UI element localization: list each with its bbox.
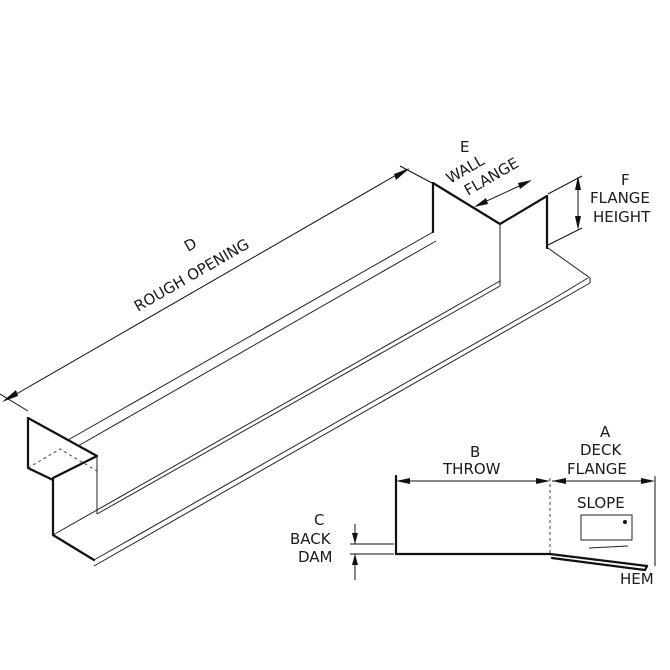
dimension-rough-opening: D ROUGH OPENING <box>0 165 433 412</box>
deck-hem-edge <box>93 282 591 567</box>
deck-flange-label-line2: FLANGE <box>567 460 627 478</box>
rough-opening-ext-right <box>399 165 433 184</box>
section-back-dam <box>394 474 552 556</box>
back-dam-letter: C <box>314 511 324 529</box>
slope-level-bubble <box>623 520 627 524</box>
rough-opening-dim-line <box>5 169 406 401</box>
left-end-dash <box>27 448 98 472</box>
deck-flange-arrow-right <box>641 478 655 484</box>
deck-hem-end <box>547 247 591 283</box>
back-dam-label-line2: DAM <box>298 548 333 566</box>
deck-outer-edge <box>52 280 501 536</box>
deck-flange-label-line1: DECK <box>580 441 623 459</box>
flange-height-label-line1: FLANGE <box>590 189 650 207</box>
wall-flange-arrow-right <box>518 180 532 189</box>
flange-height-arrow-bottom <box>575 216 581 230</box>
wall-flange-arrow-left <box>474 198 488 207</box>
throw-label: THROW <box>442 460 501 478</box>
dimension-flange-height: F FLANGE HEIGHT <box>547 171 651 246</box>
right-wall-flange <box>431 181 549 226</box>
flange-height-arrow-top <box>575 176 581 190</box>
rough-opening-arrow-right <box>394 168 410 180</box>
back-dam-top-edge <box>67 231 434 441</box>
deck-flange-arrow-left <box>552 478 566 484</box>
flange-height-ext-bottom <box>547 227 583 246</box>
back-dam-label-line1: BACK <box>290 530 332 548</box>
throw-arrow-right <box>536 478 550 484</box>
section-detail: B THROW A DECK FLANGE SLOPE C BACK DAM H… <box>290 423 656 588</box>
back-dam-inner-edge <box>77 240 437 447</box>
back-dam-arrow-bottom <box>352 554 358 565</box>
throw-arrow-left <box>396 478 410 484</box>
section-hem <box>550 556 649 572</box>
left-end-flange <box>26 416 99 562</box>
wall-flange-letter: E <box>460 138 469 156</box>
hem-label: HEM <box>620 570 654 588</box>
section-deck-slope <box>548 552 649 568</box>
deck-front-edge <box>93 277 589 561</box>
back-dam-arrow-top <box>352 533 358 544</box>
flange-height-ext-top <box>547 175 583 195</box>
rough-opening-arrow-left <box>2 390 18 402</box>
section-slope-underside <box>588 545 629 549</box>
slope-level-icon <box>580 514 633 541</box>
throw-letter: B <box>470 443 480 461</box>
flange-height-letter: F <box>621 171 630 189</box>
back-dam-base-edge <box>96 285 501 515</box>
isometric-sill-pan <box>26 181 591 567</box>
flange-height-label-line2: HEIGHT <box>593 208 651 226</box>
rough-opening-letter: D <box>181 234 200 255</box>
rough-opening-ext-left <box>0 393 29 412</box>
left-end-flange-side <box>26 416 55 482</box>
slope-label: SLOPE <box>577 494 625 512</box>
deck-flange-letter: A <box>600 423 611 441</box>
